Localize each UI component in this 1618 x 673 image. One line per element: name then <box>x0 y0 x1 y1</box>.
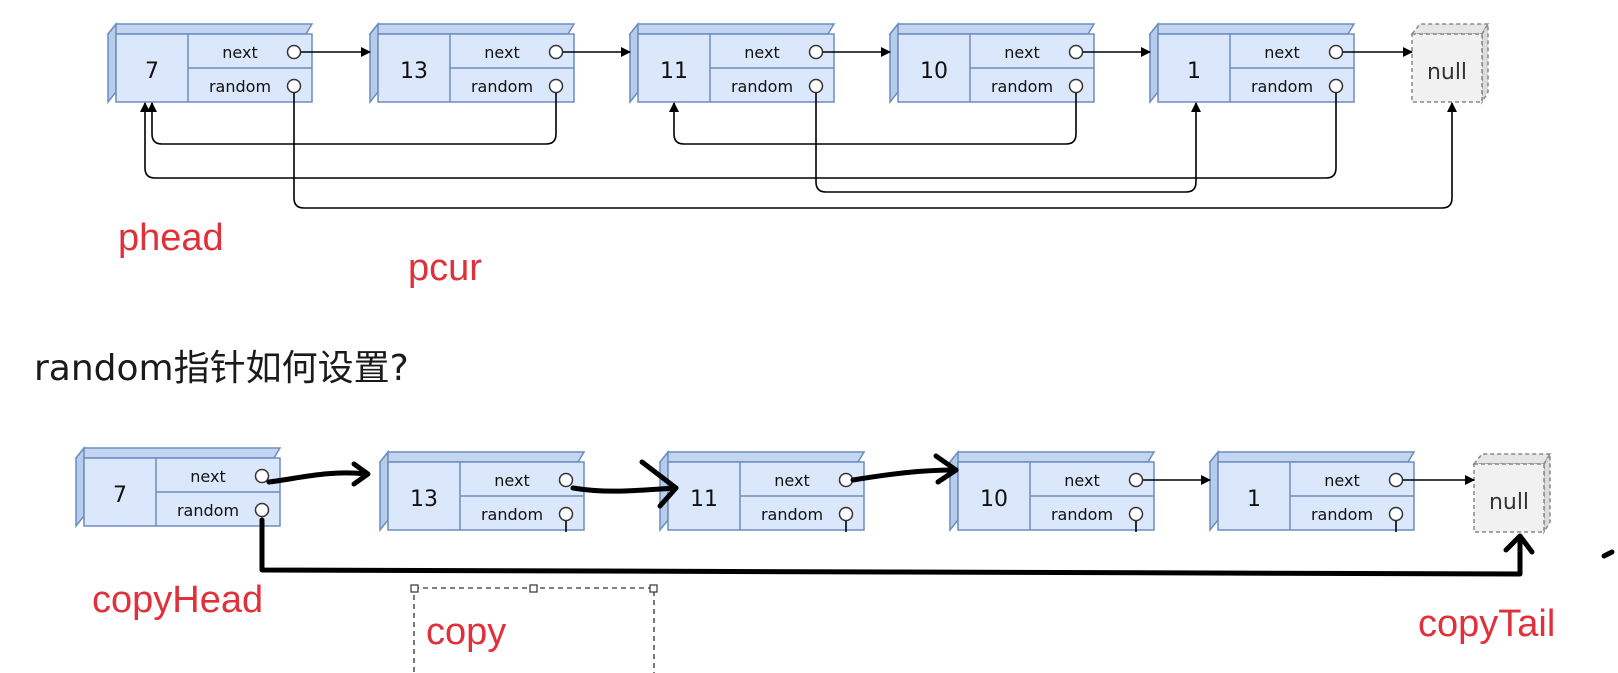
original-node-4: 10 next random <box>888 21 1096 105</box>
copy-node-1-random-port <box>254 502 270 518</box>
original-node-2-random-port <box>548 78 564 94</box>
original-node-1-random-label: random <box>209 77 271 96</box>
original-node-3: 11 next random <box>628 21 836 105</box>
copy-next-arrows-handdrawn <box>266 453 959 509</box>
copy-node-5-random-port <box>1388 506 1404 522</box>
copy-node-1-value: 7 <box>113 483 127 508</box>
copy-node-4-random-label: random <box>1051 505 1113 524</box>
original-node-2-next-label: next <box>484 43 519 62</box>
copy-node-1-next-port <box>254 468 270 484</box>
original-node-2-random-label: random <box>471 77 533 96</box>
copy-null-label: null <box>1489 490 1529 515</box>
question-text: random指针如何设置? <box>34 348 409 389</box>
copy-node-3-value: 11 <box>690 487 718 512</box>
original-node-5-next-label: next <box>1264 43 1299 62</box>
copy-node-4-random-port <box>1128 506 1144 522</box>
original-node-1: 7 next random <box>106 21 314 105</box>
copy-node-2-next-label: next <box>494 471 529 490</box>
copy-node-1-next-label: next <box>190 467 225 486</box>
copy-node-5-next-label: next <box>1324 471 1359 490</box>
original-node-3-next-port <box>808 44 824 60</box>
copy-node-5-value: 1 <box>1247 487 1261 512</box>
copy-node-5-next-port <box>1388 472 1404 488</box>
copy-random-arrow-handdrawn <box>259 517 1615 577</box>
original-node-5-value: 1 <box>1187 59 1201 84</box>
original-node-5: 1 next random <box>1148 21 1356 105</box>
original-node-1-value: 7 <box>145 59 159 84</box>
original-random-arrows <box>140 93 1457 209</box>
original-node-3-value: 11 <box>660 59 688 84</box>
copy-random-stubs <box>565 521 1397 532</box>
copy-node-2-random-label: random <box>481 505 543 524</box>
original-node-5-random-port <box>1328 78 1344 94</box>
original-node-2-next-port <box>548 44 564 60</box>
copy-node-4: 10 next random <box>948 449 1156 533</box>
original-node-4-value: 10 <box>920 59 948 84</box>
copy-label: copy <box>426 611 506 653</box>
original-node-4-random-label: random <box>991 77 1053 96</box>
original-node-2: 13 next random <box>368 21 576 105</box>
copy-null-node: null <box>1472 451 1552 535</box>
copy-node-5: 1 next random <box>1208 449 1416 533</box>
copy-node-3-next-label: next <box>774 471 809 490</box>
original-node-5-next-port <box>1328 44 1344 60</box>
copy-node-5-random-label: random <box>1311 505 1373 524</box>
original-node-4-next-port <box>1068 44 1084 60</box>
original-node-3-random-label: random <box>731 77 793 96</box>
copy-node-3-random-port <box>838 506 854 522</box>
original-node-1-next-label: next <box>222 43 257 62</box>
copy-node-1: 7 next random <box>74 445 282 529</box>
original-node-2-value: 13 <box>400 59 428 84</box>
original-node-4-next-label: next <box>1004 43 1039 62</box>
copy-selection-box: copy <box>410 584 658 673</box>
original-null-node: null <box>1410 21 1490 105</box>
copy-node-2: 13 next random <box>378 449 586 533</box>
original-node-5-random-label: random <box>1251 77 1313 96</box>
original-node-4-random-port <box>1068 78 1084 94</box>
copy-node-4-next-port <box>1128 472 1144 488</box>
copy-node-4-value: 10 <box>980 487 1008 512</box>
copy-node-2-next-port <box>558 472 574 488</box>
copy-node-2-random-port <box>558 506 574 522</box>
original-node-1-random-port <box>286 78 302 94</box>
phead-label: phead <box>118 217 224 259</box>
copytail-label: copyTail <box>1418 603 1555 645</box>
copyhead-label: copyHead <box>92 579 263 621</box>
original-null-label: null <box>1427 60 1467 85</box>
original-node-3-random-port <box>808 78 824 94</box>
original-node-3-next-label: next <box>744 43 779 62</box>
copy-node-2-value: 13 <box>410 487 438 512</box>
pcur-label: pcur <box>408 247 482 289</box>
copy-node-4-next-label: next <box>1064 471 1099 490</box>
copy-node-1-random-label: random <box>177 501 239 520</box>
original-node-1-next-port <box>286 44 302 60</box>
copy-node-3-random-label: random <box>761 505 823 524</box>
copy-node-3: 11 next random <box>658 449 866 533</box>
